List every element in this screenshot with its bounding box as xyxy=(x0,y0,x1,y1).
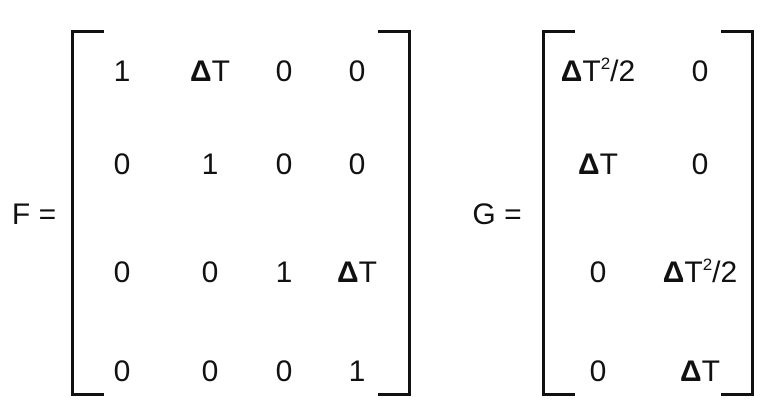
matrix-cell: 0 xyxy=(201,256,219,289)
matrix-f-right-bracket xyxy=(378,30,411,396)
matrix-cell: 0 xyxy=(691,148,709,181)
matrix-cell: 0 xyxy=(113,148,131,181)
matrix-cell: 1 xyxy=(113,55,131,88)
matrix-cell: 1 xyxy=(348,355,366,388)
matrix-cell: 0 xyxy=(691,55,709,88)
matrix-g-right-bracket xyxy=(721,30,754,396)
matrix-g-label: G = xyxy=(472,198,522,231)
matrix-g-left-bracket xyxy=(542,30,575,396)
matrix-cell: 0 xyxy=(589,256,607,289)
matrix-cell: ΔT xyxy=(190,55,230,88)
matrix-cell: ΔT xyxy=(337,256,377,289)
matrix-cell: 0 xyxy=(275,148,293,181)
matrix-cell: 0 xyxy=(275,355,293,388)
matrix-cell: 1 xyxy=(201,148,219,181)
matrix-cell: 0 xyxy=(275,55,293,88)
matrix-cell: ΔT2/2 xyxy=(662,255,738,289)
matrix-cell: 1 xyxy=(275,256,293,289)
matrix-f-label: F = xyxy=(11,198,57,231)
matrix-cell: ΔT2/2 xyxy=(560,54,636,88)
matrix-cell: ΔT xyxy=(680,355,720,388)
matrix-cell: 0 xyxy=(201,355,219,388)
matrix-cell: ΔT xyxy=(578,148,618,181)
matrix-cell: 0 xyxy=(113,355,131,388)
matrix-cell: 0 xyxy=(348,148,366,181)
matrix-f-left-bracket xyxy=(71,30,104,396)
matrix-cell: 0 xyxy=(113,256,131,289)
matrix-cell: 0 xyxy=(589,355,607,388)
matrix-cell: 0 xyxy=(348,55,366,88)
